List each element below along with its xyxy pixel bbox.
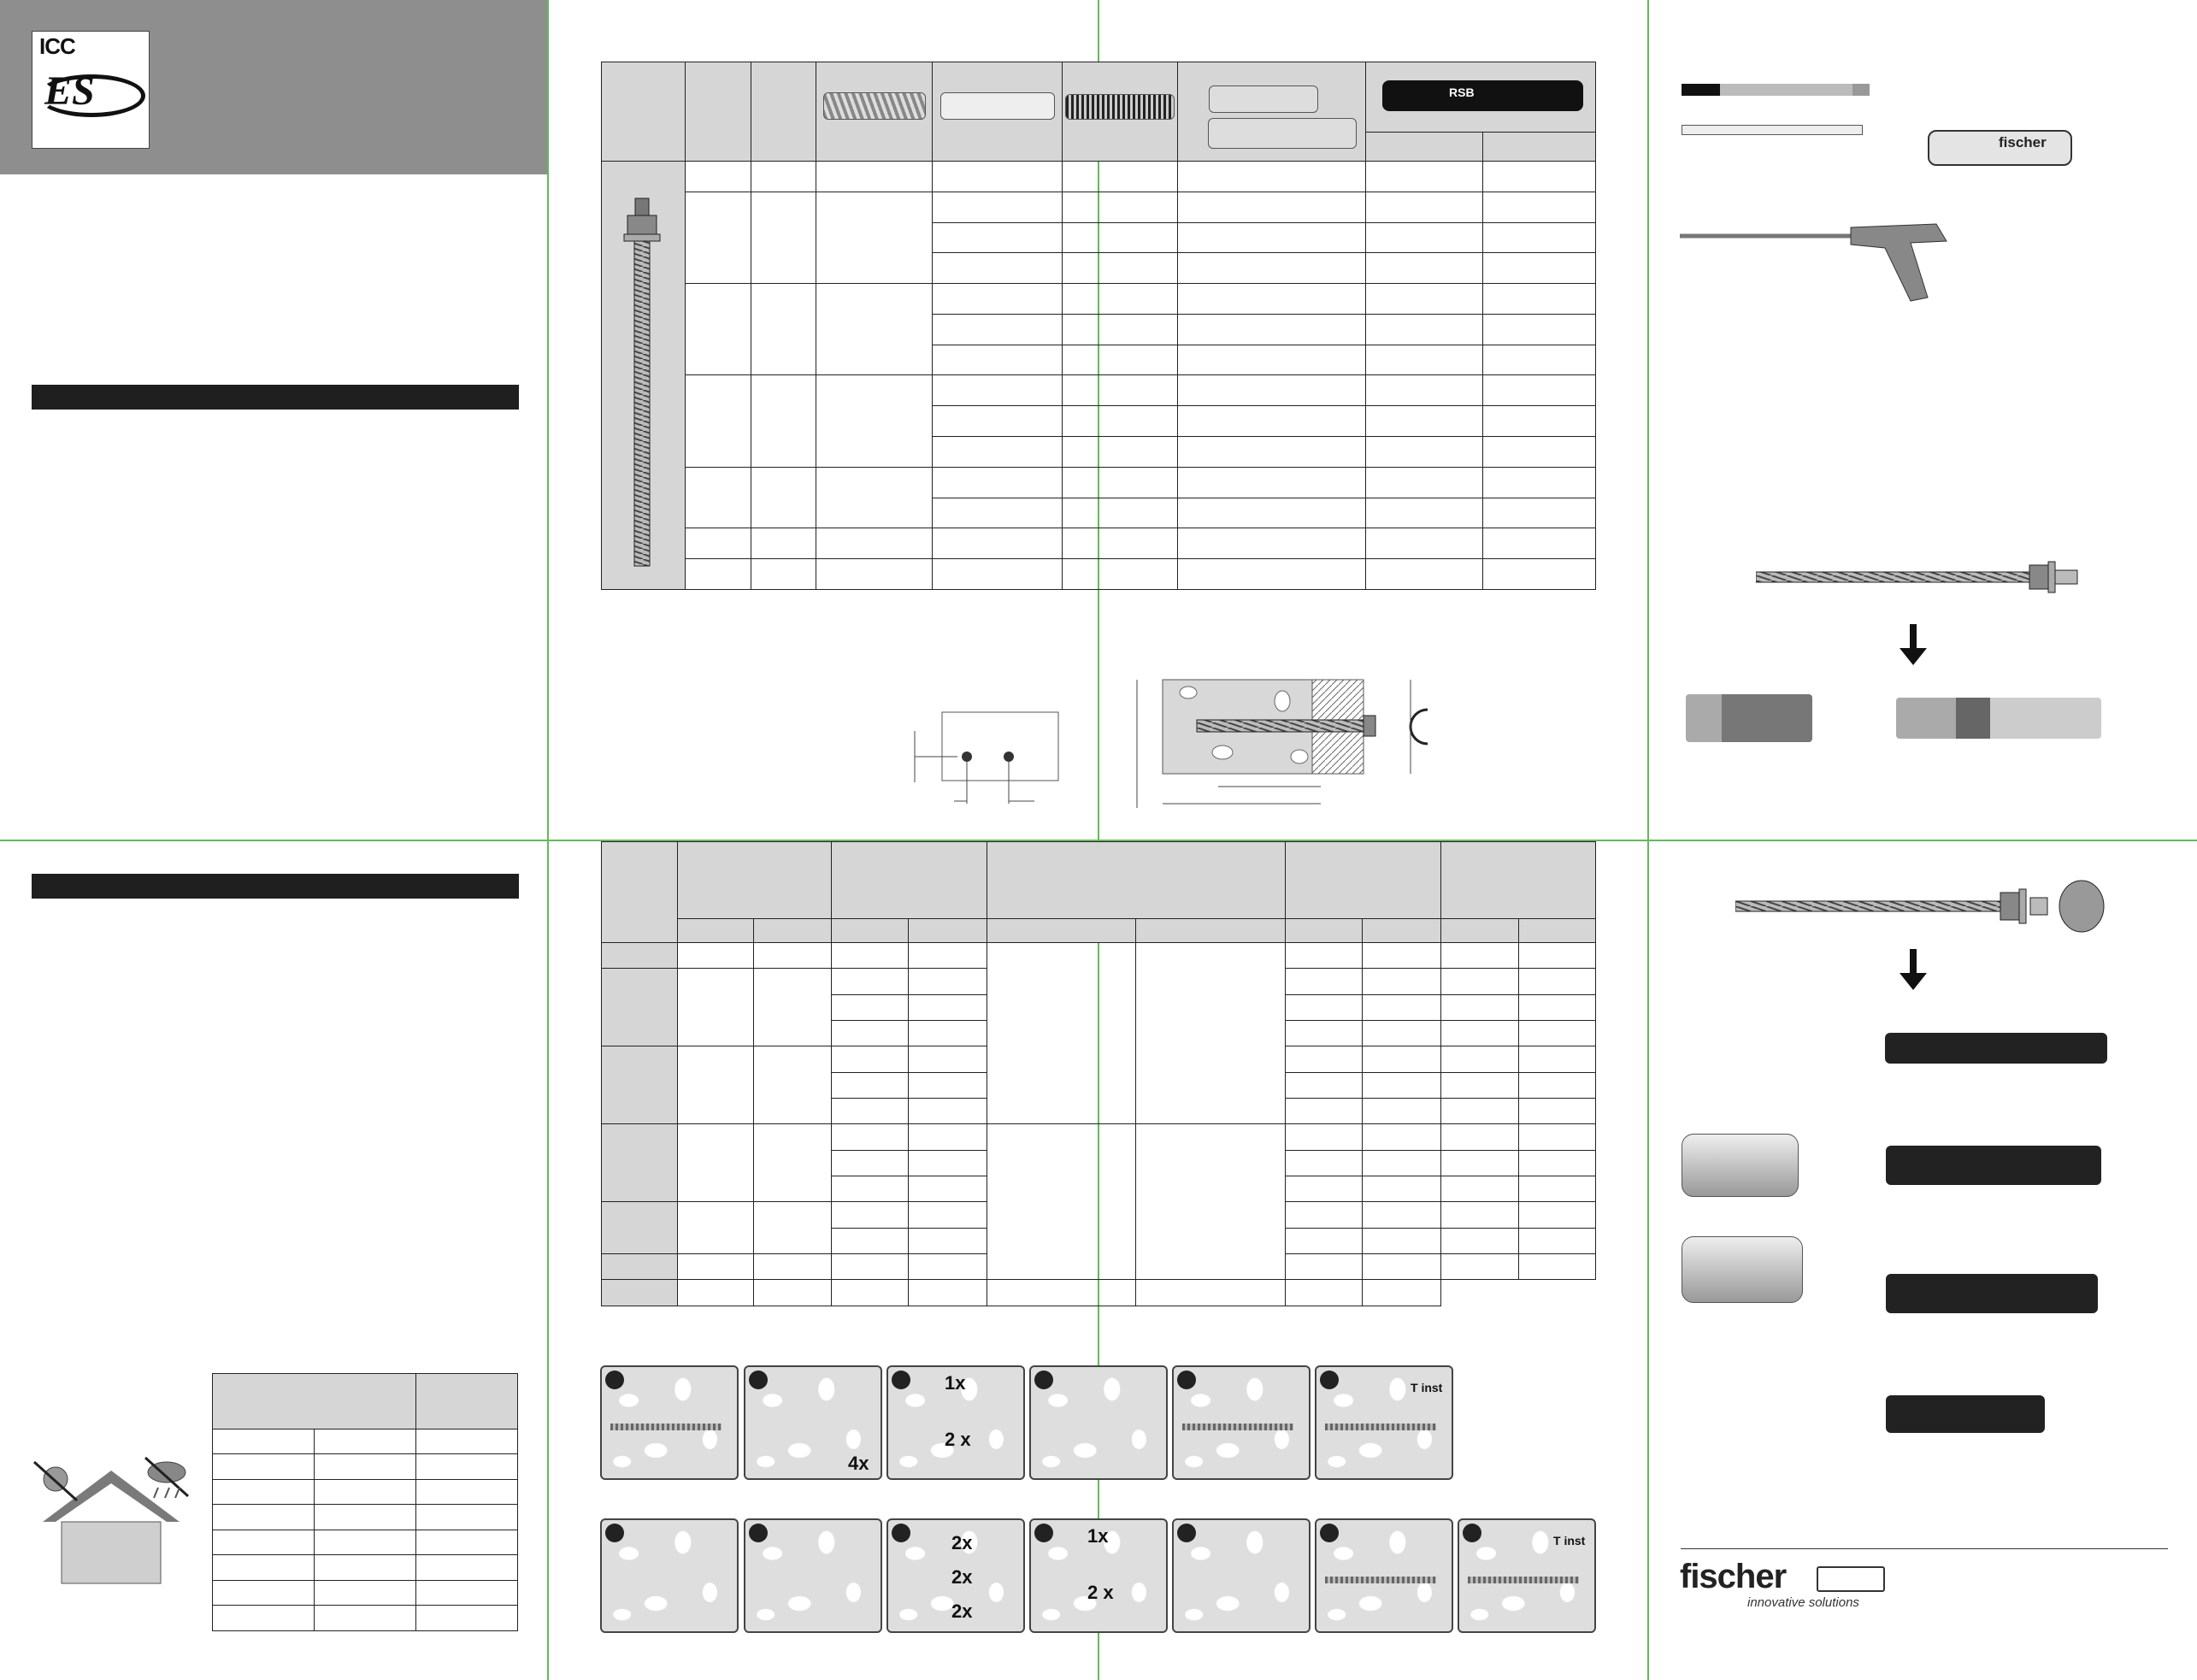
install-step-1-5 xyxy=(1172,1365,1311,1480)
socket-image-1 xyxy=(1682,1134,1799,1197)
section-bar-1 xyxy=(32,385,519,410)
arrow-down-icon-2 xyxy=(1900,949,1927,990)
blow-out-pump-image xyxy=(1928,130,2072,166)
setting-tool-sds-image xyxy=(1885,1033,2107,1064)
rsb-label: RSB xyxy=(1449,85,1475,99)
fischer-fish-icon xyxy=(1817,1566,1885,1592)
hole-cleaning-image xyxy=(940,92,1055,120)
install-step-2-2 xyxy=(744,1518,882,1633)
icc-es-logo: ICC ES xyxy=(32,31,150,149)
footer-rule xyxy=(1681,1548,2168,1549)
setting-tool-image xyxy=(1896,698,2101,739)
compressed-air-gun-image xyxy=(1680,223,1947,302)
install-step-2-1 xyxy=(600,1518,739,1633)
socket-adapter-image-2 xyxy=(1886,1274,2098,1313)
install-step-2-3: 2x 2x 2x xyxy=(886,1518,1025,1633)
extension-rod-image xyxy=(1682,125,1863,135)
installed-anchor-diagram xyxy=(1136,679,1428,808)
steel-brush-image xyxy=(1065,94,1175,120)
pump-brand: fischer xyxy=(1999,134,2047,150)
spacing-diagram xyxy=(914,711,1059,804)
rod-in-hole-image-b xyxy=(1208,118,1357,149)
anchor-spec-table-bottom xyxy=(601,841,1596,1306)
rsb-capsule-image xyxy=(1382,80,1583,111)
fischer-logo: fischer xyxy=(1680,1558,1787,1595)
fold-line-h xyxy=(0,840,2197,841)
install-step-1-3: 1x 2 x xyxy=(886,1365,1025,1480)
anchor-rod-with-nut-image xyxy=(1756,561,2078,593)
install-step-2-6 xyxy=(1315,1518,1453,1633)
small-table xyxy=(212,1373,518,1631)
install-step-1-4 xyxy=(1029,1365,1168,1480)
install-step-2-4: 1x 2 x xyxy=(1029,1518,1168,1633)
rod-in-hole-image-a xyxy=(1209,85,1318,113)
cleaning-brush-image xyxy=(1682,84,1870,96)
anchor-spec-table-top xyxy=(601,62,1596,590)
install-step-1-6: T inst xyxy=(1315,1365,1453,1480)
anchor-rod-with-cap-image xyxy=(1735,880,2105,933)
install-step-2-5 xyxy=(1172,1518,1311,1633)
section-bar-2 xyxy=(32,874,519,899)
arrow-down-icon xyxy=(1900,624,1927,665)
install-step-1-2: 4x xyxy=(744,1365,882,1480)
install-step-1-1 xyxy=(600,1365,739,1480)
install-step-2-7: T inst xyxy=(1458,1518,1596,1633)
hex-bolt-image xyxy=(1686,694,1812,742)
socket-adapter-image-3 xyxy=(1886,1395,2045,1433)
socket-adapter-image-1 xyxy=(1886,1146,2101,1185)
drill-bit-image xyxy=(823,92,926,120)
house-weather-icon xyxy=(32,1456,190,1584)
threaded-rod-image xyxy=(623,197,661,567)
socket-image-2 xyxy=(1682,1236,1803,1303)
fischer-tagline: innovative solutions xyxy=(1747,1595,1859,1610)
